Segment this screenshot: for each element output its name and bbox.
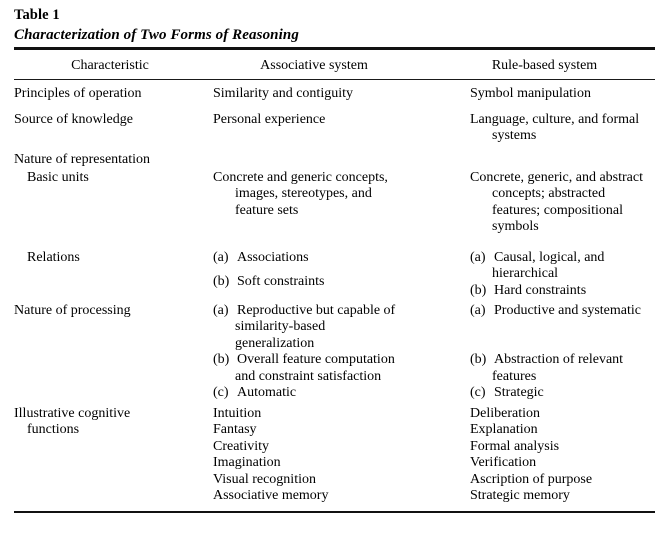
table-row: Relations (a) Associations (b) Soft constr… [0,250,669,303]
list-item-text: Overall feature computation [237,352,395,368]
text-line: concepts; abstracted [492,186,606,202]
text-line: functions [27,422,80,438]
list-item-text: Productive and systematic [494,303,641,318]
spacer [213,266,453,274]
list-marker: (b) [470,282,487,298]
row-label-nature-of-representation: Nature of representation [14,152,151,167]
table-row: Nature of representation [0,152,669,170]
list-item: Deliberation [470,406,540,421]
text-line: Language, culture, and formal [470,112,640,127]
row-label-illustrative-cognitive-functions: Illustrative cognitive functions [14,406,204,439]
list-item: (a) Reproductive but capable of [213,303,453,319]
list-item-text: Hard constraints [494,282,587,298]
list-marker: (a) [213,250,229,265]
cell-rule-based-principles-of-operation: Symbol manipulation [470,86,591,101]
text-line: systems [492,128,537,144]
spacer [470,319,656,352]
cell-associative-source-of-knowledge: Personal experience [213,112,326,127]
text-line: similarity-based [235,319,326,335]
list-item: Fantasy [213,422,257,438]
text-line: features [492,368,537,384]
list-item: Formal analysis [470,438,560,454]
list-marker: (b) [213,274,230,290]
list-item: Imagination [213,455,281,471]
cell-rule-based-relations: (a) Causal, logical, and hierarchical (b)… [470,250,656,299]
list-item-text: Associations [237,250,309,265]
cell-rule-based-source-of-knowledge: Language, culture, and formal systems [470,112,656,145]
table-number: Table 1 [14,7,60,23]
cell-associative-relations: (a) Associations (b) Soft constraints [213,250,453,291]
text-line: hierarchical [492,266,559,282]
list-item: (a) Associations [213,250,453,266]
list-item: (a) Causal, logical, and [470,250,656,266]
text-line: Illustrative cognitive [14,406,131,421]
text-line: Concrete and generic concepts, [213,170,388,185]
list-marker: (c) [213,385,229,401]
list-item-text: Abstraction of relevant [494,352,624,368]
list-item: Creativity [213,438,269,454]
list-item: (a) Productive and systematic [470,303,656,319]
table-body: Principles of operation Similarity and c… [0,86,669,516]
cell-rule-based-nature-of-processing: (a) Productive and systematic (b) Abstract… [470,303,656,401]
list-item-text: Reproductive but capable of [237,303,396,318]
row-label-source-of-knowledge: Source of knowledge [14,112,133,127]
list-item-text: Soft constraints [237,274,325,290]
table-header-rule [14,79,655,81]
list-item: Explanation [470,422,538,438]
list-item-text: Causal, logical, and [494,250,605,265]
column-header-associative-system: Associative system [260,58,368,73]
table-caption: Table 1 Characterization of Two Forms of… [14,6,654,45]
table-row: Principles of operation Similarity and c… [0,86,669,112]
list-marker: (a) [470,303,486,318]
row-label-principles-of-operation: Principles of operation [14,86,142,101]
list-item-text: Strategic [494,385,544,401]
table-row: Illustrative cognitive functions Intuiti… [0,406,669,516]
list-marker: (a) [213,303,229,318]
list-item: (b) Abstraction of relevant [470,352,656,368]
list-item: (c) Automatic [213,385,453,401]
list-marker: (a) [470,250,486,265]
cell-rule-based-basic-units: Concrete, generic, and abstract concepts… [470,170,656,236]
row-label-nature-of-processing: Nature of processing [14,303,131,318]
text-line: images, stereotypes, and [235,186,372,202]
list-item: (b) Overall feature computation [213,352,453,368]
list-item: (b) Hard constraints [470,283,656,299]
table-header-row: Characteristic Associative system Rule-b… [14,56,655,78]
table-bottom-rule [14,511,655,514]
table-row: Source of knowledge Personal experience … [0,112,669,152]
cell-associative-nature-of-processing: (a) Reproductive but capable of similarit… [213,303,453,401]
text-line: and constraint satisfaction [235,368,382,384]
cell-rule-based-illustrative-functions: Deliberation Explanation Formal analysis… [470,406,656,504]
column-header-characteristic: Characteristic [71,58,149,73]
list-item: Visual recognition [213,471,316,487]
list-item: Strategic memory [470,488,570,504]
list-item-text: Automatic [237,385,297,401]
table-row: Basic units Concrete and generic concept… [0,170,669,250]
list-item: (b) Soft constraints [213,274,453,290]
table-row: Nature of processing (a) Reproductive but… [0,303,669,406]
table-title: Characterization of Two Forms of Reasoni… [14,27,299,43]
text-line: symbols [492,219,539,235]
row-label-relations: Relations [27,250,80,265]
list-item: Verification [470,455,537,471]
column-header-rule-based-system: Rule-based system [491,58,598,73]
cell-associative-principles-of-operation: Similarity and contiguity [213,86,353,101]
list-marker: (b) [470,352,487,368]
text-line: feature sets [235,202,299,218]
list-item: (c) Strategic [470,385,656,401]
list-item: Associative memory [213,488,329,504]
cell-associative-basic-units: Concrete and generic concepts, images, s… [213,170,453,219]
list-item: Ascription of purpose [470,471,593,487]
text-line: generalization [235,335,315,351]
list-marker: (b) [213,352,230,368]
table-top-rule [14,47,655,50]
list-marker: (c) [470,385,486,401]
row-sublabel-basic-units: Basic units [27,170,89,185]
text-line: features; compositional [492,202,624,218]
list-item: Intuition [213,406,262,421]
cell-associative-illustrative-functions: Intuition Fantasy Creativity Imagination… [213,406,453,504]
text-line: Concrete, generic, and abstract [470,170,643,185]
